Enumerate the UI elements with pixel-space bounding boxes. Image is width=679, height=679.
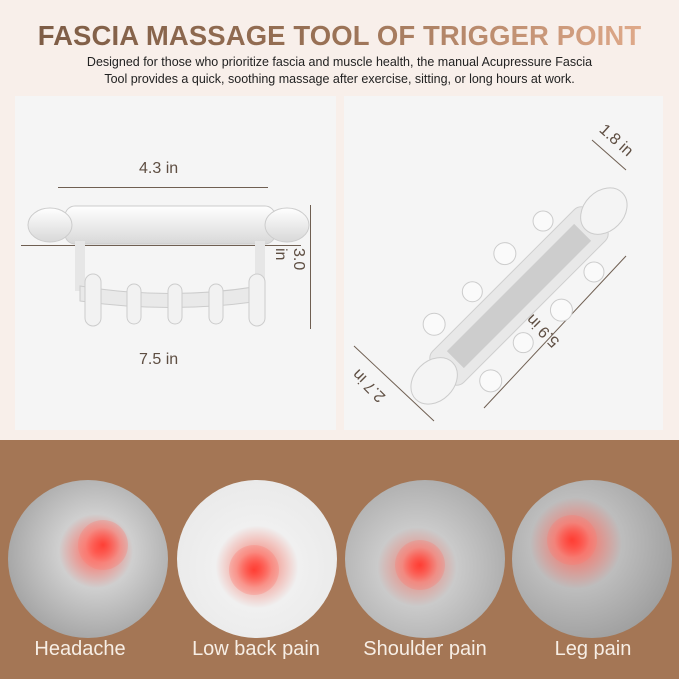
shoulder-pain-photo [345, 480, 505, 638]
top-view-panel: 1.8 in 5.9 in 2.7 in [344, 96, 663, 430]
massage-tool-front-image [27, 205, 310, 327]
pain-relief-uses-section [0, 440, 679, 679]
low-back-pain-photo [177, 480, 337, 638]
dimension-line [58, 187, 268, 188]
dimension-total-length: 7.5 in [139, 351, 179, 368]
use-label-shoulder-pain: Shoulder pain [363, 638, 487, 660]
page-title: FASCIA MASSAGE TOOL OF TRIGGER POINT [0, 20, 679, 52]
use-label-headache: Headache [34, 638, 126, 660]
leg-pain-photo [512, 480, 672, 638]
front-view-panel: 4.3 in 3.0 in 7.5 in [15, 96, 336, 430]
dimension-line [310, 205, 311, 329]
headache-photo [8, 480, 168, 638]
use-label-leg-pain: Leg pain [554, 638, 632, 660]
dimension-line [21, 245, 301, 246]
massage-tool-top-image [353, 139, 628, 422]
product-description: Designed for those who prioritize fascia… [86, 55, 593, 86]
use-label-low-back-pain: Low back pain [192, 638, 320, 660]
dimension-top-width: 4.3 in [139, 160, 179, 177]
